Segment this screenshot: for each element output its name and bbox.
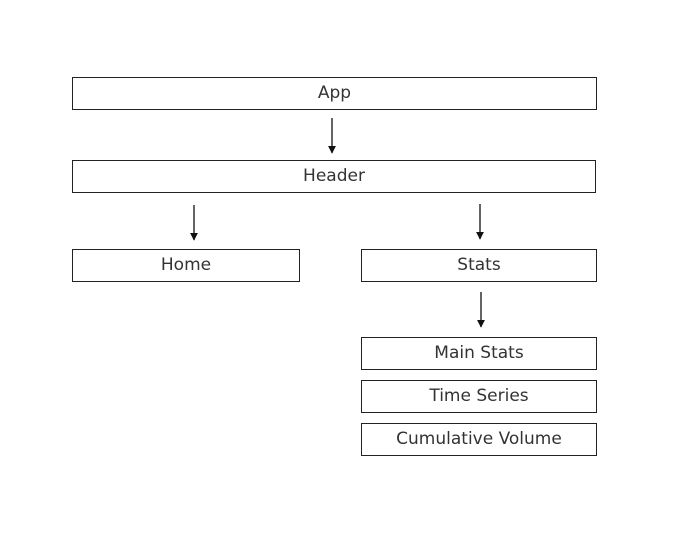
header-node: Header (72, 160, 596, 193)
cumulative-volume-node: Cumulative Volume (361, 423, 597, 456)
app-node: App (72, 77, 597, 110)
main-stats-node: Main Stats (361, 337, 597, 370)
home-node: Home (72, 249, 300, 282)
stats-node: Stats (361, 249, 597, 282)
time-series-node: Time Series (361, 380, 597, 413)
